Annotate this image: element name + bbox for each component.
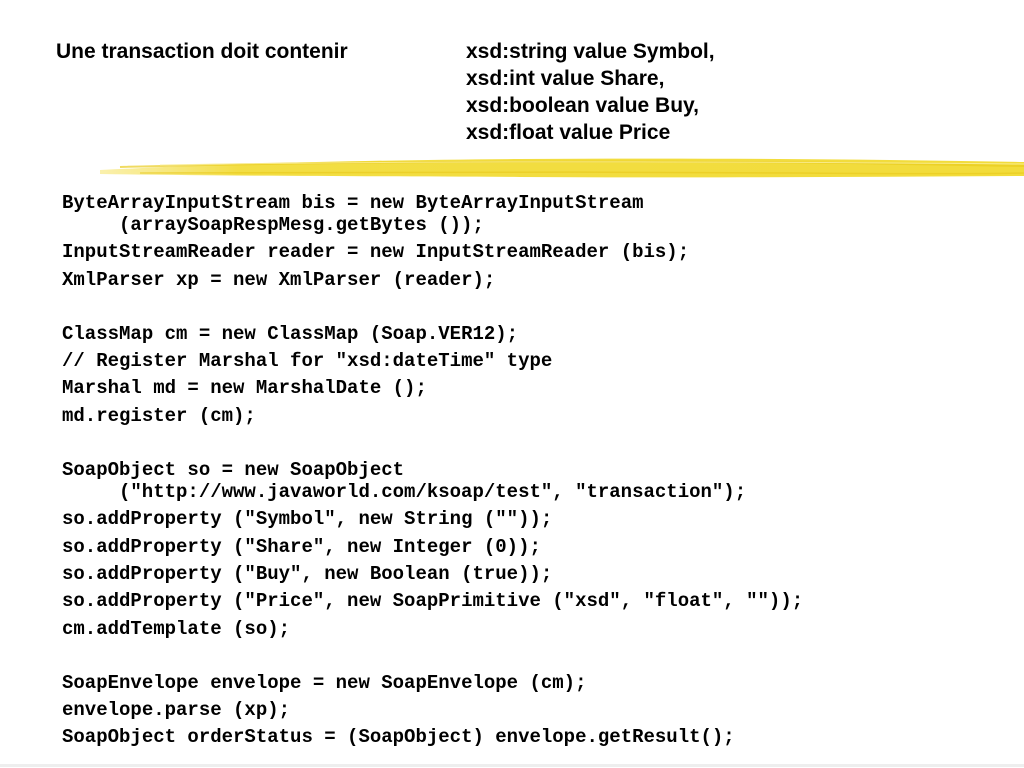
type-requirements: xsd:string value Symbol, xsd:int value S…	[466, 38, 715, 146]
slide-title: Une transaction doit contenir	[56, 40, 348, 63]
code-line: md.register (cm);	[62, 404, 256, 427]
code-line: so.addProperty ("Price", new SoapPrimiti…	[62, 590, 804, 613]
code-line: SoapEnvelope envelope = new SoapEnvelope…	[62, 671, 587, 694]
code-line: ClassMap cm = new ClassMap (Soap.VER12);	[62, 322, 519, 345]
code-line: so.addProperty ("Share", new Integer (0)…	[62, 535, 541, 558]
code-line: Marshal md = new MarshalDate ();	[62, 377, 427, 400]
code-line: envelope.parse (xp);	[62, 699, 291, 722]
code-line: so.addProperty ("Symbol", new String (""…	[62, 508, 553, 531]
code-line: ByteArrayInputStream bis = new ByteArray…	[62, 192, 644, 236]
requirement-share: xsd:int value Share,	[466, 67, 665, 90]
code-line: SoapObject orderStatus = (SoapObject) en…	[62, 726, 735, 749]
requirement-symbol: xsd:string value Symbol,	[466, 40, 715, 63]
code-line: XmlParser xp = new XmlParser (reader);	[62, 268, 496, 291]
code-listing: ByteArrayInputStream bis = new ByteArray…	[62, 192, 1012, 754]
code-line: SoapObject so = new SoapObject("http://w…	[62, 459, 747, 504]
bottom-divider	[0, 764, 1024, 767]
code-comment: // Register Marshal for "xsd:dateTime" t…	[62, 350, 553, 373]
requirement-buy: xsd:boolean value Buy,	[466, 94, 699, 117]
code-line: so.addProperty ("Buy", new Boolean (true…	[62, 562, 553, 585]
requirement-price: xsd:float value Price	[466, 121, 671, 144]
highlighter-stroke-decoration	[100, 158, 1024, 178]
code-line: cm.addTemplate (so);	[62, 617, 291, 640]
code-line: InputStreamReader reader = new InputStre…	[62, 241, 690, 264]
